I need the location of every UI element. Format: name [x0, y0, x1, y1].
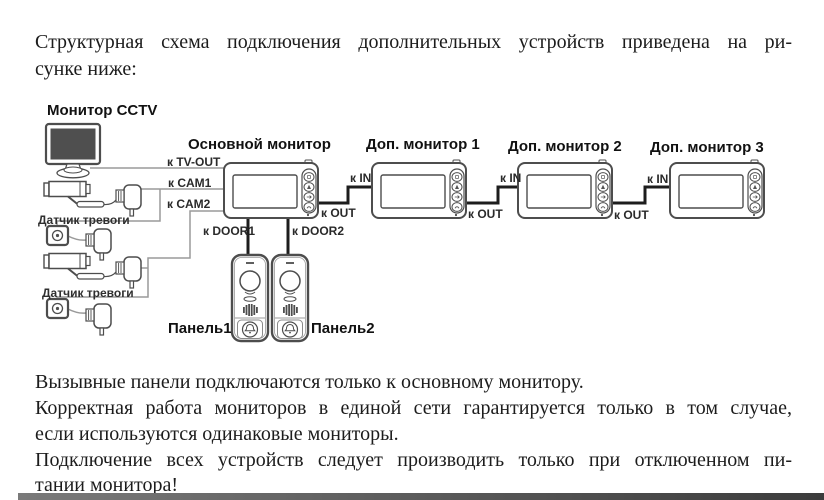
port-label-out-2: к OUT — [468, 207, 503, 221]
power-adapter-icon-sensor1 — [85, 228, 112, 261]
wire-monitor2-to-monitor3 — [610, 185, 670, 205]
port-label-out-1: к OUT — [321, 206, 356, 220]
port-label-in-1: к IN — [350, 171, 372, 185]
intro-line-2: сунке ниже: — [35, 58, 137, 80]
wire-sensor1-branch — [56, 189, 161, 226]
alarm-sensor-1-label: Датчик тревоги — [38, 213, 130, 227]
power-adapter-icon-camera2 — [115, 256, 142, 289]
intro-line-1: Структурная схема подключения дополнител… — [35, 31, 792, 53]
door-panel-2-icon — [270, 253, 310, 343]
port-label-in-3: к IN — [647, 172, 669, 186]
page-edge-bar — [18, 493, 824, 500]
thick-wires — [246, 185, 670, 256]
cctv-monitor-icon — [44, 122, 102, 179]
cctv-monitor-label: Монитор CCTV — [47, 102, 158, 119]
port-label-in-2: к IN — [500, 171, 522, 185]
port-label-cam2: к CAM2 — [167, 197, 211, 211]
port-label-door1: к DOOR1 — [203, 224, 256, 238]
note-line-2: Корректная работа мониторов в единой сет… — [35, 397, 792, 419]
alarm-sensor-icon-1 — [45, 224, 70, 247]
port-label-cam1: к CAM1 — [168, 176, 212, 190]
wire-sensor2-adapter — [67, 308, 87, 314]
camera-icon-1 — [43, 180, 117, 208]
note-line-5: тании монитора! — [35, 474, 179, 496]
note-line-3: если используются одинаковые мониторы. — [35, 423, 399, 445]
add-monitor-2-title: Доп. монитор 2 — [508, 138, 622, 155]
power-adapter-icon-sensor2 — [85, 303, 112, 336]
thin-wires — [56, 167, 224, 314]
port-label-tv-out: к TV-OUT — [167, 155, 221, 169]
camera-icon-2 — [43, 252, 117, 280]
wire-sensor1-adapter — [67, 235, 87, 241]
panel-1-label: Панель1 — [168, 320, 232, 337]
door-panel-1-icon — [230, 253, 270, 343]
port-label-out-3: к OUT — [614, 208, 649, 222]
wire-monitor1-to-monitor2 — [466, 185, 518, 205]
main-monitor-icon — [223, 159, 319, 219]
alarm-sensor-2-label: Датчик тревоги — [42, 286, 134, 300]
port-label-door2: к DOOR2 — [292, 224, 345, 238]
alarm-sensor-icon-2 — [45, 297, 70, 320]
add-monitor-1-title: Доп. монитор 1 — [366, 136, 480, 153]
add-monitor-2-icon — [517, 159, 613, 219]
add-monitor-3-icon — [669, 159, 765, 219]
add-monitor-3-title: Доп. монитор 3 — [650, 139, 764, 156]
note-line-4: Подключение всех устройств следует произ… — [35, 449, 792, 471]
power-adapter-icon-camera1 — [115, 184, 142, 217]
note-line-1: Вызывные панели подключаются только к ос… — [35, 371, 584, 393]
wire-main-to-monitor1 — [318, 185, 372, 205]
main-monitor-title: Основной монитор — [188, 136, 331, 153]
add-monitor-1-icon — [371, 159, 467, 219]
wire-cam2 — [56, 210, 224, 299]
panel-2-label: Панель2 — [311, 320, 375, 337]
